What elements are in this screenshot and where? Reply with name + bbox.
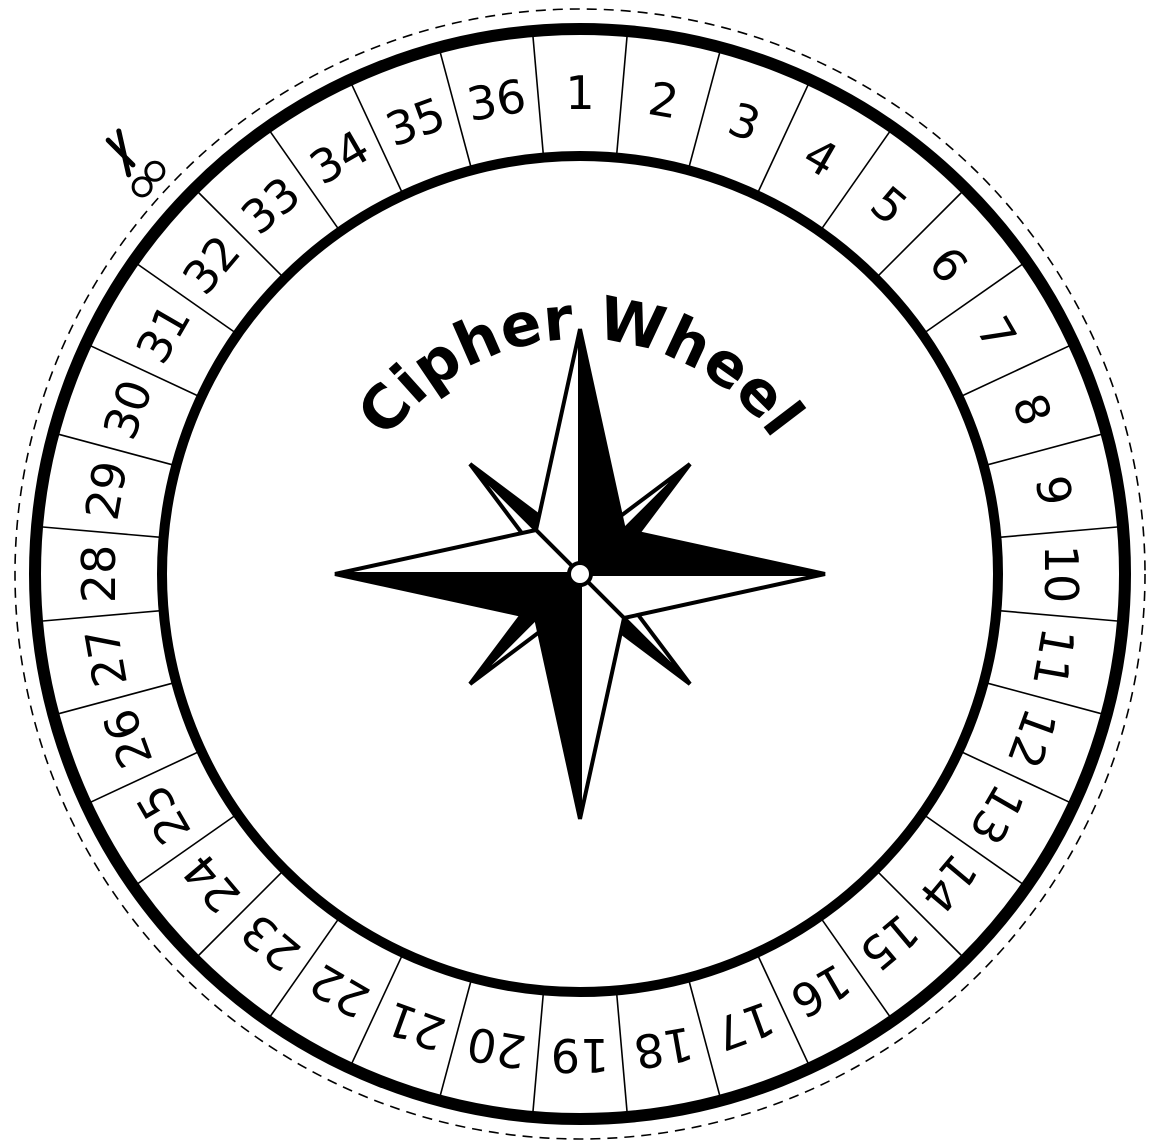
number-label: 12 xyxy=(997,702,1068,775)
scissors-icon xyxy=(95,126,169,200)
sector-divider xyxy=(533,31,544,158)
number-label: 8 xyxy=(1002,386,1063,432)
number-label: 21 xyxy=(379,991,452,1062)
sector-divider xyxy=(54,433,177,466)
number-label: 7 xyxy=(966,307,1027,359)
number-label: 22 xyxy=(301,953,379,1029)
number-label: 18 xyxy=(630,1016,697,1079)
number-label: 30 xyxy=(93,373,164,446)
sector-divider xyxy=(533,990,544,1117)
number-label: 33 xyxy=(231,166,311,245)
number-label: 24 xyxy=(172,843,251,923)
sector-divider xyxy=(688,978,721,1101)
number-label: 35 xyxy=(379,87,452,158)
number-label: 26 xyxy=(93,702,164,775)
sector-divider xyxy=(37,527,164,538)
sector-divider xyxy=(616,990,627,1117)
number-label: 11 xyxy=(1022,624,1085,691)
sector-divider xyxy=(996,527,1123,538)
number-label: 32 xyxy=(172,225,251,305)
compass-center-pin xyxy=(569,563,591,585)
number-label: 20 xyxy=(463,1016,530,1079)
sector-divider xyxy=(688,48,721,171)
number-label: 19 xyxy=(551,1028,610,1082)
number-label: 13 xyxy=(959,776,1035,854)
number-label: 2 xyxy=(644,71,682,129)
number-label: 16 xyxy=(782,953,860,1029)
number-label: 29 xyxy=(75,457,138,524)
sector-divider xyxy=(439,48,472,171)
number-label: 23 xyxy=(231,903,311,982)
sector-divider xyxy=(616,31,627,158)
number-label: 25 xyxy=(125,776,201,854)
sector-divider xyxy=(984,433,1107,466)
number-label: 9 xyxy=(1025,471,1083,509)
number-label: 15 xyxy=(849,903,929,982)
number-label: 27 xyxy=(75,624,138,691)
number-label: 28 xyxy=(72,545,126,604)
number-label: 34 xyxy=(301,119,379,195)
sector-divider xyxy=(54,682,177,715)
number-label: 6 xyxy=(918,236,978,293)
sector-divider xyxy=(439,978,472,1101)
number-label: 17 xyxy=(708,991,781,1062)
number-label: 36 xyxy=(463,69,530,132)
number-label: 1 xyxy=(565,66,594,120)
number-label: 10 xyxy=(1034,545,1088,604)
number-label: 5 xyxy=(861,175,918,235)
number-label: 3 xyxy=(722,92,768,153)
number-label: 4 xyxy=(794,127,846,188)
sector-divider xyxy=(996,610,1123,621)
number-label: 14 xyxy=(909,843,988,923)
sector-divider xyxy=(37,610,164,621)
sector-divider xyxy=(984,682,1107,715)
number-label: 31 xyxy=(125,295,201,373)
